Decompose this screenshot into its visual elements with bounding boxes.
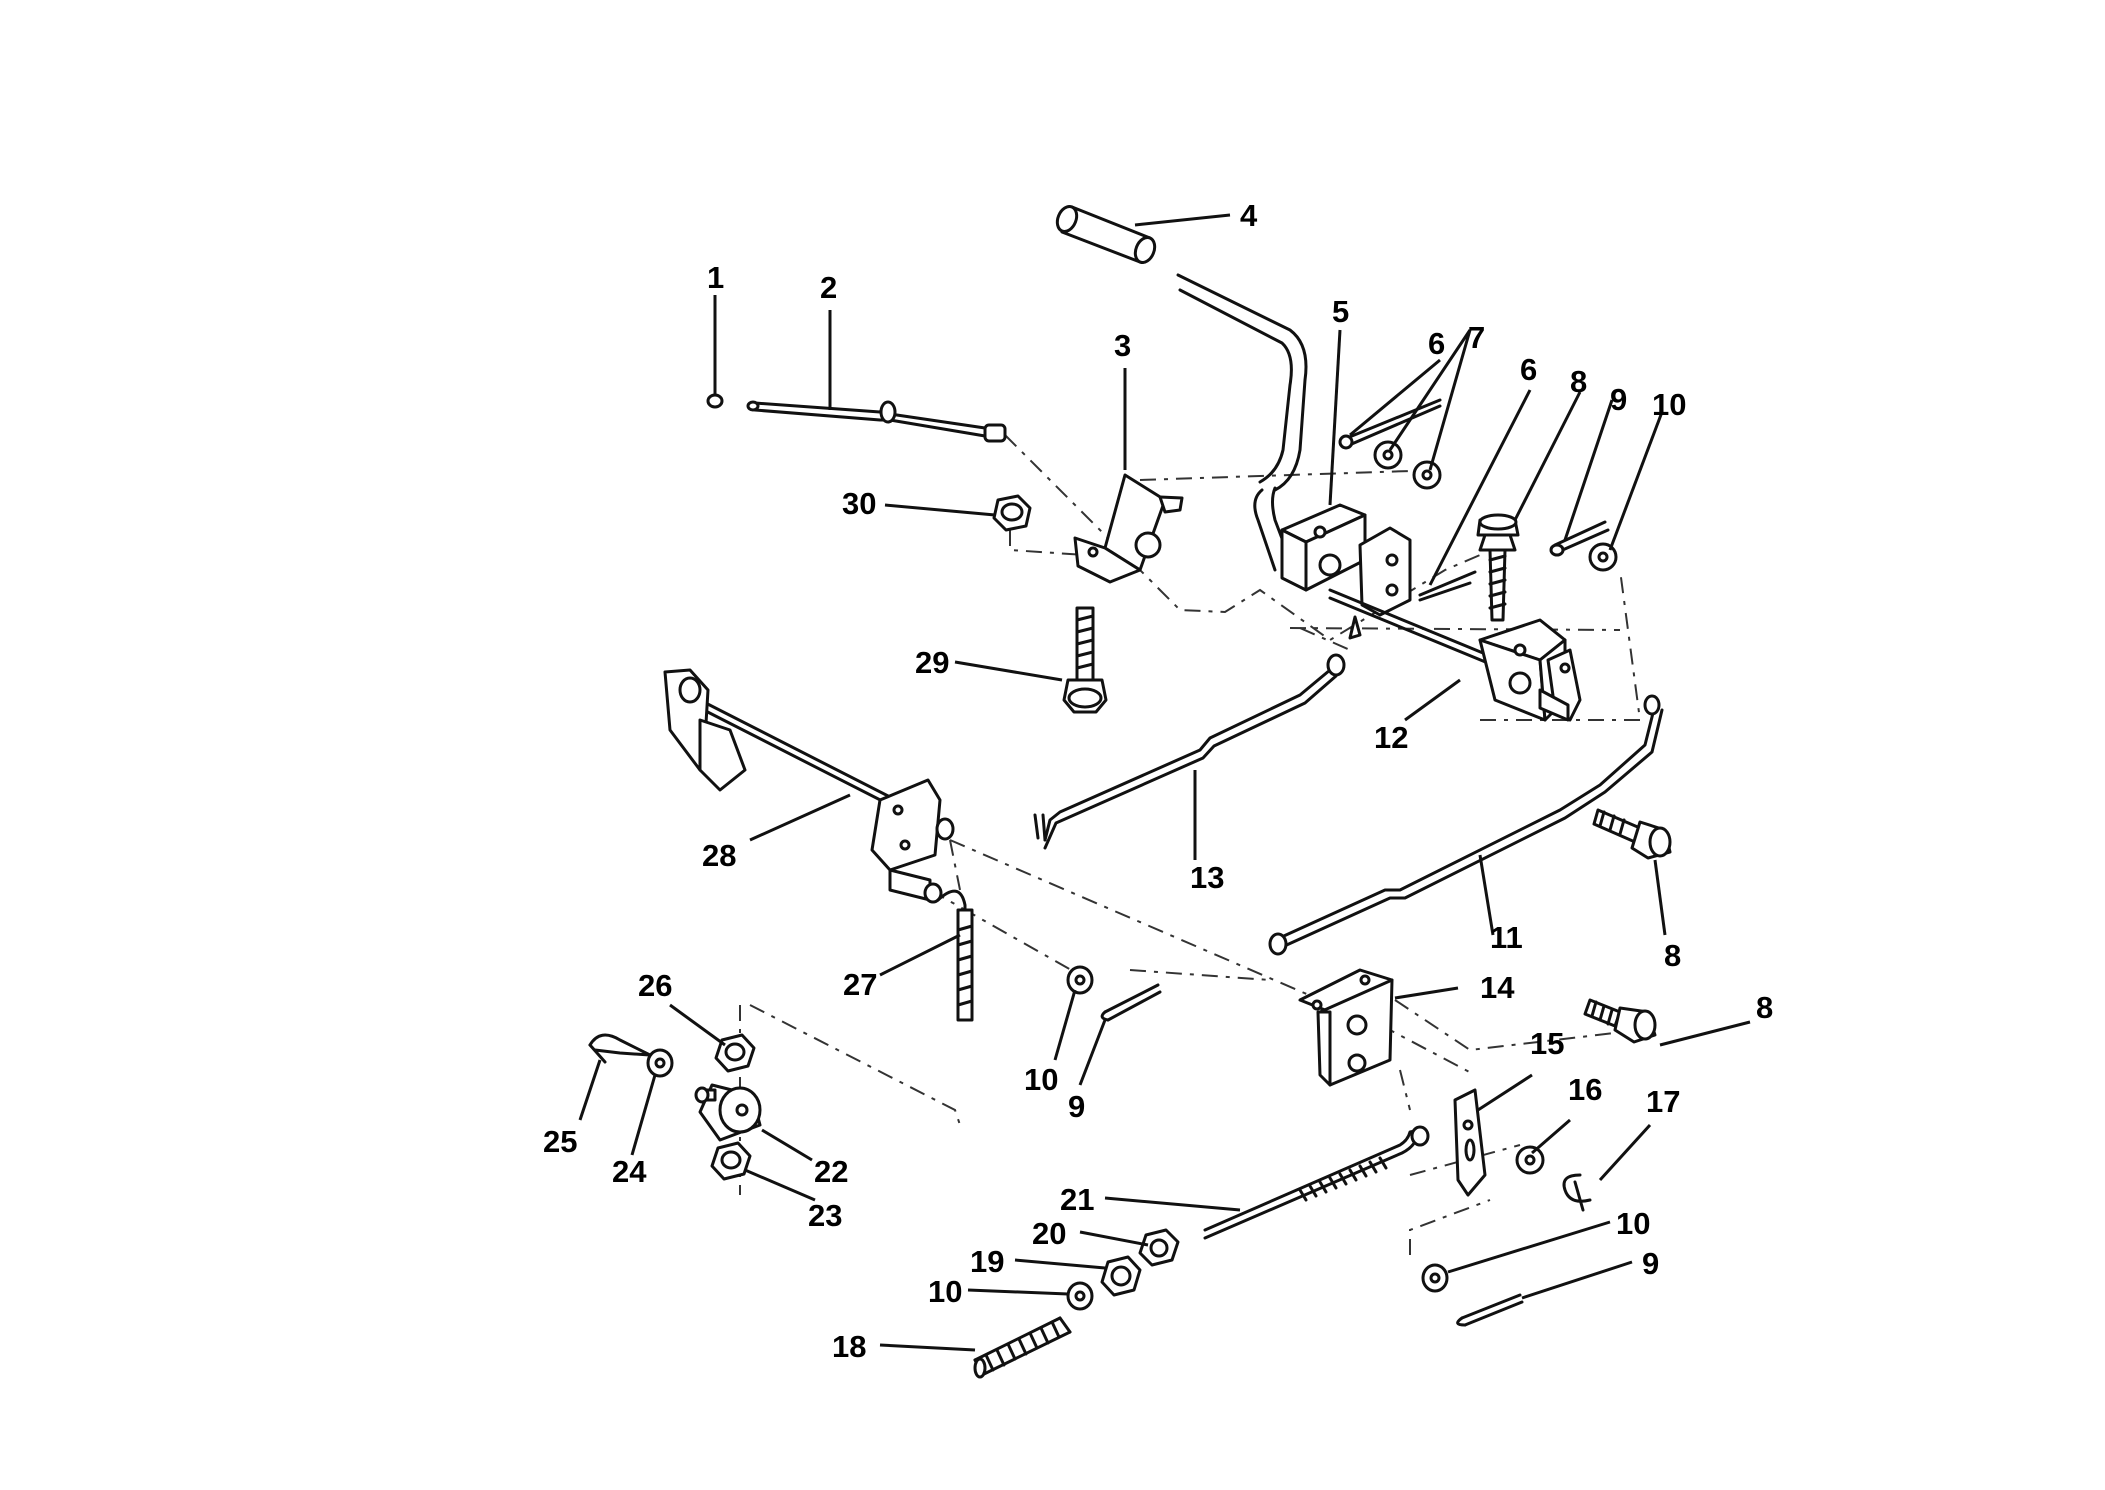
callout-16: 16 [1568, 1072, 1602, 1107]
part-27-j-bolt [936, 889, 974, 1022]
callout-10d: 10 [1616, 1206, 1650, 1241]
part-11-rod [1268, 694, 1664, 956]
callout-6a: 6 [1428, 326, 1445, 361]
part-10-washer-lower [1066, 1281, 1094, 1311]
callout-8a: 8 [1570, 364, 1587, 399]
part-17-clip [1562, 1173, 1592, 1212]
lever-handle [1176, 273, 1308, 572]
callout-13: 13 [1190, 860, 1224, 895]
callout-22: 22 [814, 1154, 848, 1189]
part-9-10-upper [1549, 520, 1618, 572]
part-10-9-lower-right [1421, 1263, 1524, 1327]
callout-23: 23 [808, 1198, 842, 1233]
part-8-bolt-middle [1592, 808, 1672, 860]
callout-9c: 9 [1642, 1246, 1659, 1281]
part-15-plate [1453, 1088, 1487, 1197]
callout-labels: 1 2 3 4 5 6 7 6 8 9 10 30 29 12 28 13 8 … [543, 198, 1773, 1364]
callout-10a: 10 [1652, 387, 1686, 422]
callout-18: 18 [832, 1329, 866, 1364]
callout-30: 30 [842, 486, 876, 521]
part-30-hex-nut [992, 494, 1032, 532]
part-23-nut [710, 1141, 752, 1181]
callout-4: 4 [1240, 198, 1258, 233]
callout-19: 19 [970, 1244, 1004, 1279]
part-24-washer [646, 1048, 674, 1078]
callout-14: 14 [1480, 970, 1515, 1005]
callout-27: 27 [843, 967, 877, 1002]
callout-5: 5 [1332, 294, 1349, 329]
callout-17: 17 [1646, 1084, 1680, 1119]
part-14-bracket [1298, 968, 1394, 1087]
part-19-nut [1100, 1255, 1142, 1297]
part-4-handle-grip [1055, 204, 1157, 265]
part-6-7-upper-pin-washers [1338, 398, 1442, 490]
callout-9a: 9 [1610, 382, 1627, 417]
callout-11: 11 [1490, 920, 1523, 955]
part-25-hair-pin [588, 1033, 652, 1064]
callout-26: 26 [638, 968, 672, 1003]
part-3-bracket [1073, 473, 1184, 584]
part-1-cap-nut [706, 393, 724, 409]
part-16-washer [1515, 1145, 1545, 1175]
part-5-pivot-bracket [1280, 503, 1412, 640]
callout-6b: 6 [1520, 352, 1537, 387]
callout-8c: 8 [1756, 990, 1773, 1025]
callout-1: 1 [707, 260, 724, 295]
part-20-nut [1138, 1228, 1180, 1267]
part-8-bolt-upper [1476, 513, 1520, 622]
part-8-bolt-lower [1583, 998, 1657, 1044]
callout-25: 25 [543, 1124, 577, 1159]
callout-20: 20 [1032, 1216, 1066, 1251]
callout-9b: 9 [1068, 1089, 1085, 1124]
part-10-9-mid [1066, 965, 1162, 1022]
callout-7: 7 [1468, 320, 1485, 355]
part-21-threaded-rod [1203, 1125, 1430, 1240]
callout-21: 21 [1060, 1182, 1094, 1217]
part-22-swivel [694, 1083, 762, 1142]
part-29-bolt [1062, 606, 1108, 714]
part-6-lower-cotter-pin [1418, 570, 1477, 602]
callout-8b: 8 [1664, 938, 1681, 973]
part-12-shaft-bracket [1328, 588, 1582, 722]
callout-12: 12 [1374, 720, 1408, 755]
leader-lines [578, 213, 1751, 1352]
callout-10c: 10 [928, 1274, 962, 1309]
part-18-spring [973, 1316, 1072, 1379]
part-2-rod [746, 400, 1007, 443]
part-13-rod [1033, 653, 1346, 850]
callout-15: 15 [1530, 1026, 1564, 1061]
callout-10b: 10 [1024, 1062, 1058, 1097]
callout-24: 24 [612, 1154, 647, 1189]
callout-2: 2 [820, 270, 837, 305]
callout-29: 29 [915, 645, 949, 680]
part-26-nut [714, 1033, 756, 1073]
part-28-cross-shaft [663, 668, 955, 904]
callout-28: 28 [702, 838, 736, 873]
callout-3: 3 [1114, 328, 1131, 363]
